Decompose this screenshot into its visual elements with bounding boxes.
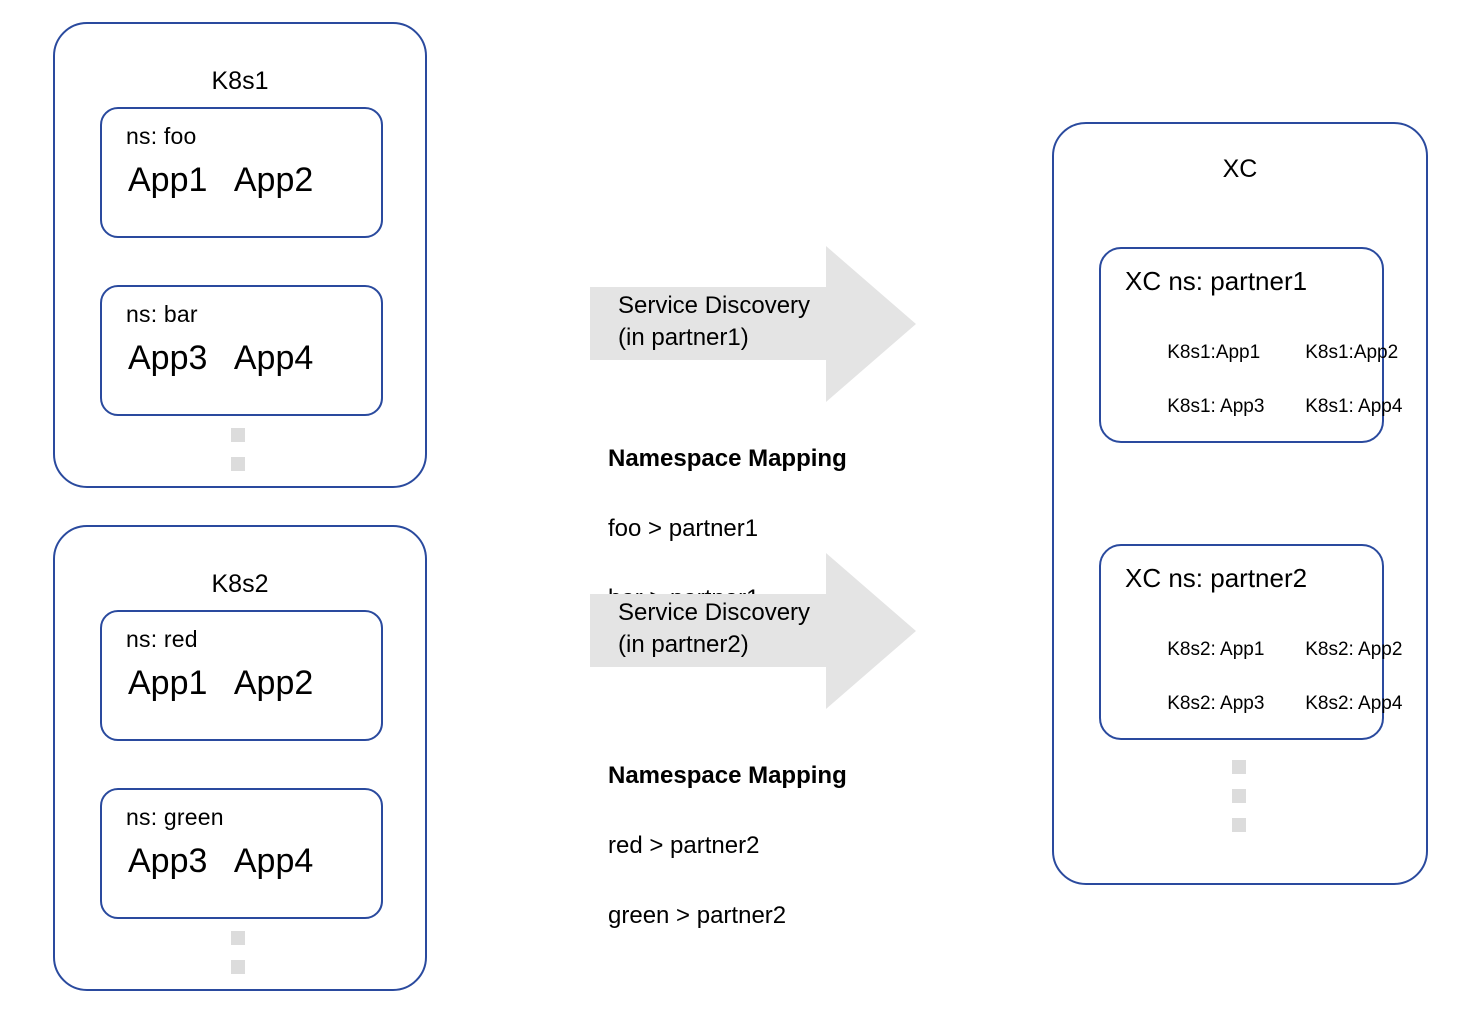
xc-namespace-box-partner1: XC ns: partner1 K8s1:App1 K8s1:App2 K8s1:… bbox=[1099, 247, 1402, 443]
xc-namespace-box-partner2: XC ns: partner2 K8s2: App1 K8s2: App2 K8s… bbox=[1099, 544, 1402, 740]
vertical-ellipsis-icon-xc bbox=[1232, 760, 1246, 832]
cluster-title-xc: XC bbox=[1222, 155, 1258, 183]
namespace-label-bar: ns: bar bbox=[126, 301, 198, 327]
vertical-ellipsis-icon-k8s1 bbox=[231, 428, 245, 471]
xc-app-entry: K8s2: App1 bbox=[1167, 639, 1265, 660]
cluster-xc: XC XC ns: partner1 K8s1:App1 K8s1:App2 K8… bbox=[1052, 122, 1428, 885]
namespace-mapping-title-partner1: Namespace Mapping bbox=[608, 445, 847, 472]
cluster-title-k8s2: K8s2 bbox=[211, 570, 269, 598]
xc-app-entry: K8s2: App4 bbox=[1305, 693, 1403, 714]
namespace-mapping-line-foo: foo > partner1 bbox=[608, 515, 759, 542]
namespace-apps-red: App1 App2 bbox=[128, 664, 314, 702]
namespace-label-red: ns: red bbox=[126, 626, 198, 652]
xc-app-entry: K8s1: App4 bbox=[1305, 396, 1403, 417]
namespace-box-foo: ns: foo App1 App2 bbox=[100, 107, 383, 238]
xc-app-entry: K8s2: App2 bbox=[1305, 639, 1403, 660]
xc-app-entry: K8s1: App3 bbox=[1167, 396, 1265, 417]
cluster-title-k8s1: K8s1 bbox=[211, 67, 269, 95]
cluster-k8s2: K8s2 ns: red App1 App2 ns: green App3 Ap… bbox=[53, 525, 427, 991]
namespace-mapping-partner2: Namespace Mapping red > partner2 green >… bbox=[608, 723, 847, 969]
namespace-mapping-line-red: red > partner2 bbox=[608, 832, 760, 859]
namespace-apps-green: App3 App4 bbox=[128, 842, 314, 880]
xc-namespace-title-partner1: XC ns: partner1 bbox=[1125, 266, 1308, 296]
namespace-box-bar: ns: bar App3 App4 bbox=[100, 285, 383, 416]
namespace-mapping-title-partner2: Namespace Mapping bbox=[608, 762, 847, 789]
namespace-apps-bar: App3 App4 bbox=[128, 339, 314, 377]
xc-namespace-row: K8s1:App1 K8s1:App2 bbox=[1125, 317, 1398, 389]
arrow-right-icon bbox=[590, 553, 916, 709]
service-discovery-label-partner2: Service Discovery (in partner2) bbox=[618, 599, 811, 658]
namespace-apps-foo: App1 App2 bbox=[128, 161, 314, 199]
service-discovery-arrow-partner2: Service Discovery (in partner2) bbox=[590, 553, 916, 709]
cluster-k8s1: K8s1 ns: foo App1 App2 ns: bar App3 App4 bbox=[53, 22, 427, 488]
service-discovery-label-partner1: Service Discovery (in partner1) bbox=[618, 292, 811, 351]
xc-app-entry: K8s1:App2 bbox=[1305, 342, 1399, 363]
xc-namespace-title-partner2: XC ns: partner2 bbox=[1125, 563, 1308, 593]
namespace-label-green: ns: green bbox=[126, 804, 224, 830]
arrow-right-icon bbox=[590, 246, 916, 402]
xc-app-entry: K8s2: App3 bbox=[1167, 693, 1265, 714]
xc-app-entry: K8s1:App1 bbox=[1167, 342, 1261, 363]
xc-namespace-row: K8s2: App3 K8s2: App4 bbox=[1125, 668, 1402, 740]
namespace-box-green: ns: green App3 App4 bbox=[100, 788, 383, 919]
namespace-label-foo: ns: foo bbox=[126, 123, 197, 149]
namespace-box-red: ns: red App1 App2 bbox=[100, 610, 383, 741]
xc-namespace-row: K8s2: App1 K8s2: App2 bbox=[1125, 614, 1402, 686]
xc-namespace-row: K8s1: App3 K8s1: App4 bbox=[1125, 371, 1402, 443]
namespace-mapping-line-green: green > partner2 bbox=[608, 902, 787, 929]
service-discovery-arrow-partner1: Service Discovery (in partner1) bbox=[590, 246, 916, 402]
vertical-ellipsis-icon-k8s2 bbox=[231, 931, 245, 974]
